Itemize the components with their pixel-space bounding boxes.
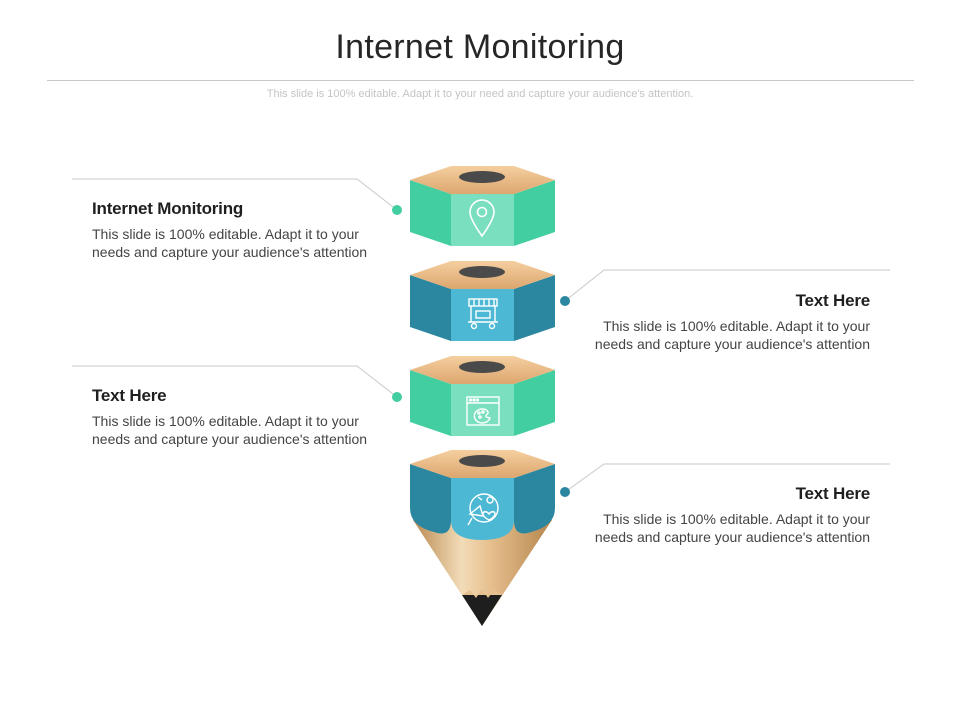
segment-1-left-face [410,180,451,246]
connector-1-dot [392,205,402,215]
pencil-wood-cone [413,520,552,626]
segment-3-right-face [514,370,555,436]
item-1-body: This slide is 100% editable. Adapt it to… [92,226,368,260]
page-title: Internet Monitoring [335,28,625,66]
item-4-body: This slide is 100% editable. Adapt it to… [594,511,870,545]
item-1: Internet Monitoring This slide is 100% e… [92,199,392,261]
segment-4-right-face [514,464,555,534]
title-divider [47,80,914,81]
segment-3-center-face [451,384,514,436]
connector-2 [560,269,890,306]
segment-2-left-face [410,275,451,341]
item-2: Text Here This slide is 100% editable. A… [570,291,870,353]
segment-3-left-face [410,370,451,436]
item-2-heading: Text Here [795,291,871,310]
connector-3-dot [392,392,402,402]
segment-4-left-face [410,464,451,534]
segment-2-right-face [514,275,555,341]
connector-1 [72,178,402,215]
connector-4 [560,463,890,497]
pencil-tip [413,520,552,626]
item-3: Text Here This slide is 100% editable. A… [92,386,392,448]
item-3-body: This slide is 100% editable. Adapt it to… [92,413,368,447]
pencil-lead [462,595,502,626]
browser-palette-icon [466,396,500,426]
segment-1-center-face [451,194,514,246]
pencil-segment-2 [410,261,555,341]
segment-2-center-face [451,289,514,341]
segment-4-hole [459,455,505,467]
item-1-heading: Internet Monitoring [92,199,244,218]
segment-3-hole [459,361,505,373]
pencil-segment-3 [410,356,555,436]
creative-tools-icon [467,493,499,526]
page-subtitle: This slide is 100% editable. Adapt it to… [266,88,694,100]
pencil-segment-1 [410,166,555,246]
connector-4-dot [560,487,570,497]
shop-cart-icon [468,298,498,330]
item-3-heading: Text Here [92,386,167,405]
pencil-segment-4 [410,450,555,540]
item-4: Text Here This slide is 100% editable. A… [570,484,870,546]
item-4-heading: Text Here [795,484,871,503]
segment-4-center-face [451,478,514,540]
location-pin-icon [469,199,495,238]
item-2-body: This slide is 100% editable. Adapt it to… [594,318,870,352]
connector-2-dot [560,296,570,306]
segment-1-hole [459,171,505,183]
segment-1-right-face [514,180,555,246]
connector-3 [72,365,402,402]
segment-2-hole [459,266,505,278]
